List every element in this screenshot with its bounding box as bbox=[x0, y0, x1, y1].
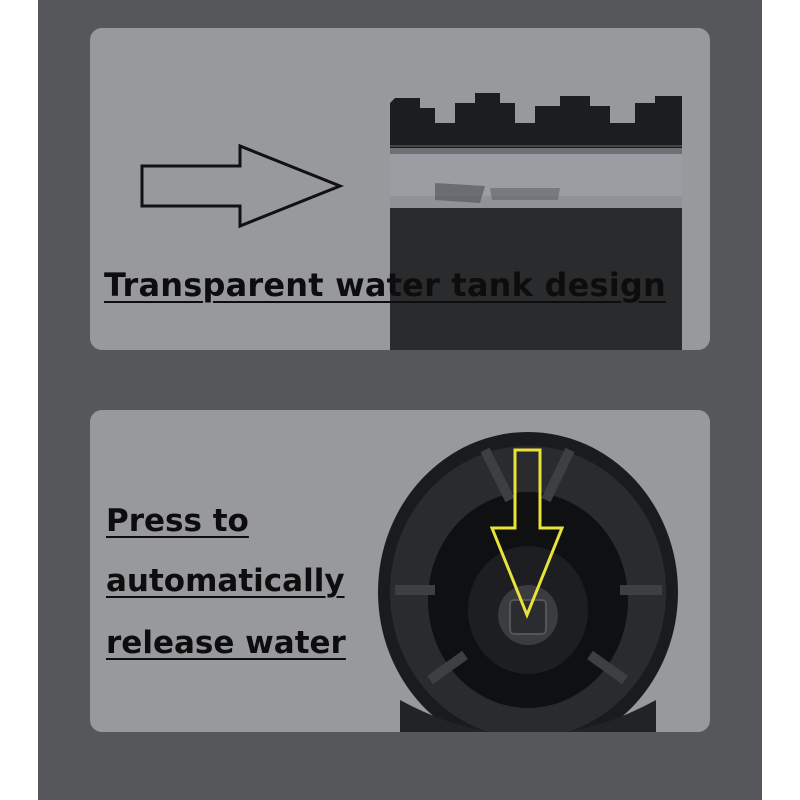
caption-line-1: Press to bbox=[106, 503, 249, 539]
down-arrow-outline-icon bbox=[489, 448, 565, 620]
valve-illustration bbox=[378, 432, 678, 732]
right-arrow-outline-icon bbox=[140, 143, 345, 229]
panel-press-release: Press to automatically release water bbox=[90, 410, 710, 732]
caption-line-3: release water bbox=[106, 625, 346, 661]
caption-transparent-tank: Transparent water tank design bbox=[104, 266, 667, 304]
panel-transparent-tank: Transparent water tank design bbox=[90, 28, 710, 350]
tank-illustration bbox=[140, 93, 682, 350]
caption-line-2: automatically bbox=[106, 563, 345, 599]
